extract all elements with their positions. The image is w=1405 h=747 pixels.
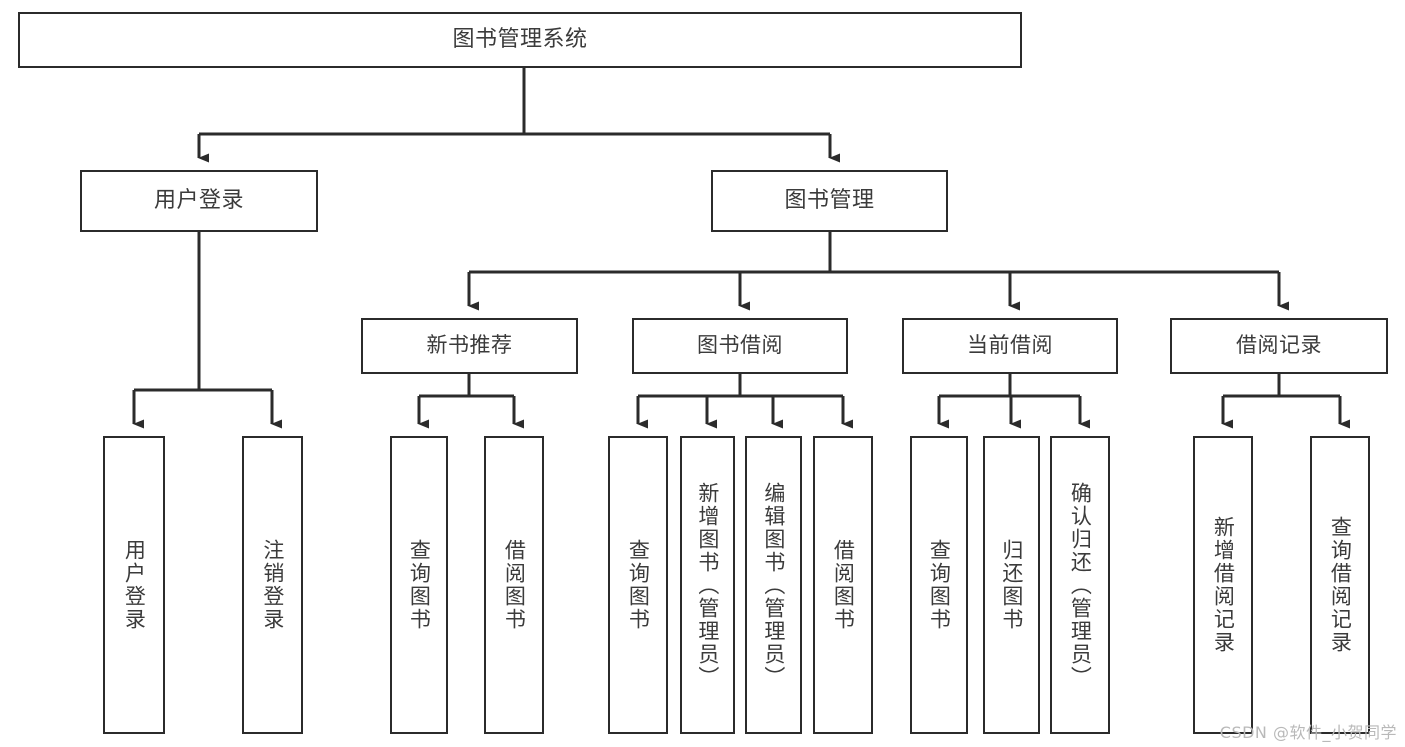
node-label: 确认归还（管理员） [1068, 481, 1093, 689]
node-label: 新书推荐 [426, 333, 513, 358]
node-leaf-add-record[interactable]: 新增借阅记录 [1193, 436, 1253, 734]
node-label: 当前借阅 [967, 333, 1053, 358]
node-label: 查询图书 [407, 539, 432, 631]
node-borrow-record[interactable]: 借阅记录 [1170, 318, 1388, 374]
node-label: 图书管理系统 [452, 26, 588, 52]
node-label: 借阅图书 [831, 539, 856, 631]
node-leaf-confirm-return[interactable]: 确认归还（管理员） [1050, 436, 1110, 734]
node-label: 查询图书 [626, 539, 651, 631]
node-leaf-query-book-3[interactable]: 查询图书 [910, 436, 968, 734]
node-label: 新增借阅记录 [1211, 516, 1236, 654]
node-label: 借阅图书 [502, 539, 527, 631]
node-label: 新增图书（管理员） [695, 481, 720, 689]
watermark-text: CSDN @软件_小贺同学 [1219, 723, 1397, 742]
node-leaf-borrow-book-1[interactable]: 借阅图书 [484, 436, 544, 734]
node-leaf-logout-login[interactable]: 注销登录 [242, 436, 303, 734]
node-leaf-add-book[interactable]: 新增图书（管理员） [680, 436, 735, 734]
node-root-system[interactable]: 图书管理系统 [18, 12, 1022, 68]
node-book-manage[interactable]: 图书管理 [711, 170, 948, 232]
node-label: 注销登录 [260, 539, 285, 631]
node-label: 图书借阅 [697, 333, 783, 358]
node-label: 编辑图书（管理员） [761, 481, 786, 689]
node-new-book-recommend[interactable]: 新书推荐 [361, 318, 578, 374]
node-label: 查询借阅记录 [1328, 516, 1353, 654]
node-leaf-return-book[interactable]: 归还图书 [983, 436, 1040, 734]
node-leaf-edit-book[interactable]: 编辑图书（管理员） [745, 436, 802, 734]
node-label: 用户登录 [153, 187, 244, 213]
node-label: 图书管理 [784, 187, 875, 213]
node-leaf-borrow-book-2[interactable]: 借阅图书 [813, 436, 873, 734]
node-leaf-query-record[interactable]: 查询借阅记录 [1310, 436, 1370, 734]
node-label: 查询图书 [927, 539, 952, 631]
node-leaf-query-book-1[interactable]: 查询图书 [390, 436, 448, 734]
node-book-borrow[interactable]: 图书借阅 [632, 318, 848, 374]
node-label: 归还图书 [999, 539, 1024, 631]
node-leaf-user-login[interactable]: 用户登录 [103, 436, 165, 734]
node-label: 用户登录 [122, 539, 147, 631]
node-leaf-query-book-2[interactable]: 查询图书 [608, 436, 668, 734]
node-label: 借阅记录 [1236, 333, 1322, 358]
node-current-borrow[interactable]: 当前借阅 [902, 318, 1118, 374]
node-user-login[interactable]: 用户登录 [80, 170, 318, 232]
